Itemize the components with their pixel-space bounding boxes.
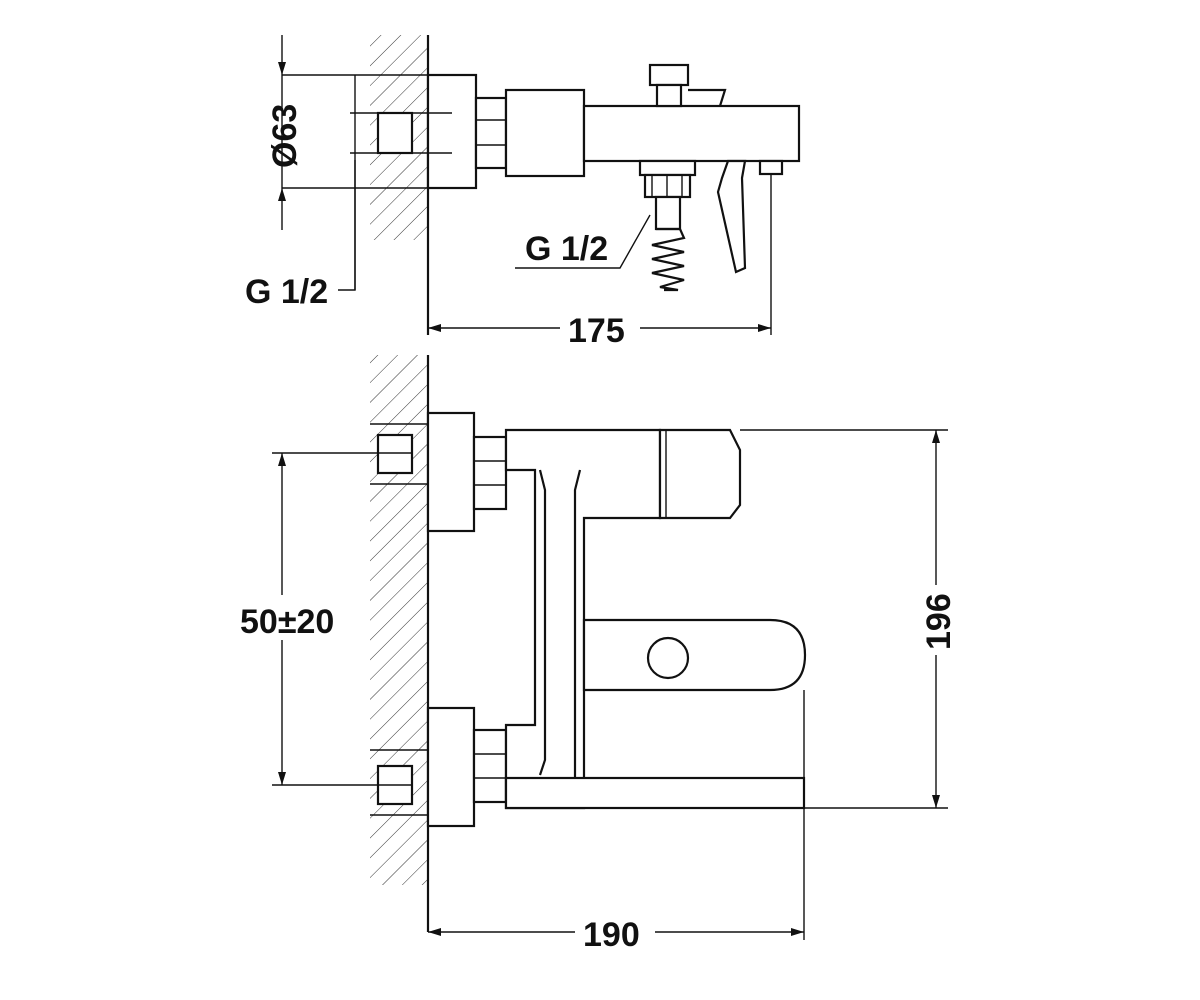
upper-connector-nut xyxy=(376,433,414,475)
shower-outlet-top xyxy=(638,159,697,177)
diverter-button-front xyxy=(646,636,690,680)
diverter-stem-top xyxy=(655,83,683,108)
lower-body-front xyxy=(504,776,806,810)
handle-head xyxy=(658,428,742,520)
spout-top xyxy=(582,104,801,163)
aerator-top xyxy=(758,159,784,176)
projection-front-label: 190 xyxy=(583,916,640,954)
projection-top-label: 175 xyxy=(568,312,625,350)
wall-thread-label: G 1/2 xyxy=(245,273,328,311)
height-label: 196 xyxy=(920,593,958,650)
lower-thread xyxy=(472,728,508,804)
top-view: Ø63 G 1/2 G 1/2 175 xyxy=(245,35,801,350)
thread-section-top xyxy=(474,96,508,170)
shower-outlet-stem-top xyxy=(654,195,682,231)
mixer-body-top xyxy=(504,88,586,178)
upper-thread xyxy=(472,435,508,511)
diameter-label: Ø63 xyxy=(266,104,304,168)
spout-front xyxy=(582,618,807,692)
lever-top xyxy=(716,159,747,274)
outlet-thread-label: G 1/2 xyxy=(525,230,608,268)
rosette-flange-top xyxy=(426,73,478,190)
wall-connector-nut-top xyxy=(376,111,414,155)
diverter-knob-top xyxy=(648,63,690,87)
front-view: 50±20 196 190 xyxy=(240,355,958,954)
lower-rosette xyxy=(426,706,476,828)
centers-label: 50±20 xyxy=(240,603,334,641)
shower-hose-top xyxy=(651,227,686,292)
upper-rosette xyxy=(426,411,476,533)
